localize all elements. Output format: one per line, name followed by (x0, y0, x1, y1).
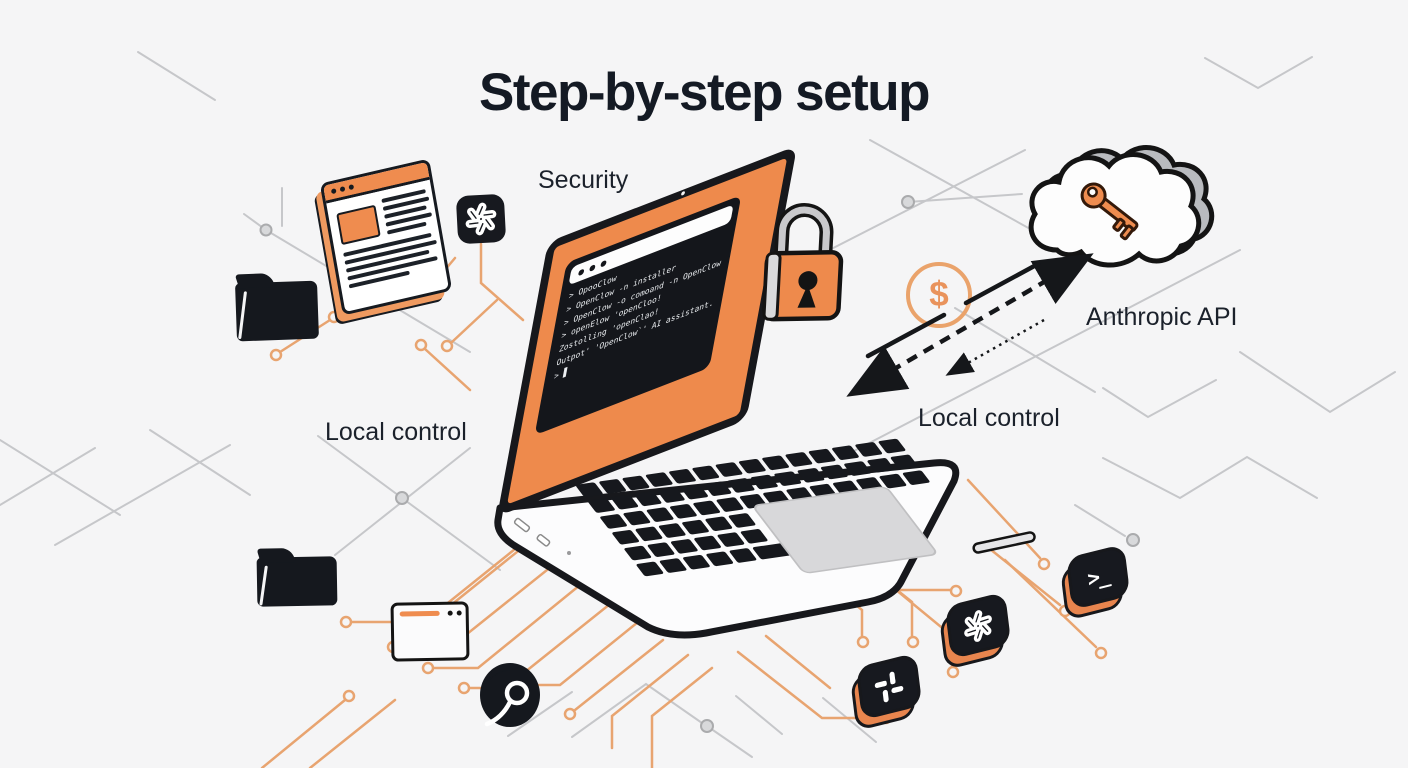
security-label: Security (538, 166, 629, 194)
folder-icon (256, 556, 338, 607)
window-dot-icon (330, 188, 337, 195)
dollar-icon: $ (906, 262, 972, 328)
window-dot-icon (348, 184, 355, 191)
anthropic-api-label: Anthropic API (1086, 303, 1238, 331)
local-control-label-right: Local control (918, 404, 1060, 432)
openai-app-icon (938, 591, 1012, 671)
local-control-label-left: Local control (325, 418, 467, 446)
terminal-prompt-glyph: >_ (1086, 562, 1110, 592)
slack-icon (849, 652, 923, 732)
padlock-icon (754, 190, 853, 331)
window-dot-icon (339, 186, 346, 193)
webcam-dot (680, 190, 686, 196)
cloud-key-icon (1015, 138, 1215, 303)
gray-trace-nodes (259, 195, 1140, 733)
window-dot-icon (577, 267, 585, 276)
window-dot-icon (589, 263, 596, 272)
window-dot-icon (456, 610, 462, 616)
folder-icon (235, 280, 319, 342)
laptop-base (494, 438, 1036, 639)
window-dot-icon (447, 610, 453, 616)
dollar-sign: $ (929, 275, 949, 314)
image-placeholder (336, 204, 381, 246)
trackpad (754, 486, 937, 574)
browser-window-small-icon (390, 601, 470, 662)
browser-window-icon (319, 158, 453, 316)
terminal-cursor: ▋ (562, 366, 570, 379)
base-slot (972, 531, 1036, 554)
page-title: Step-by-step setup (478, 62, 931, 122)
openai-logo-icon (455, 193, 507, 245)
keyboard-keys (576, 438, 930, 577)
api-key-icon (1080, 182, 1139, 241)
address-bar (399, 610, 440, 617)
window-dot-icon (600, 259, 607, 268)
side-ports (513, 517, 571, 555)
chrome-icon (477, 662, 543, 732)
prompt-char: > (553, 370, 560, 382)
